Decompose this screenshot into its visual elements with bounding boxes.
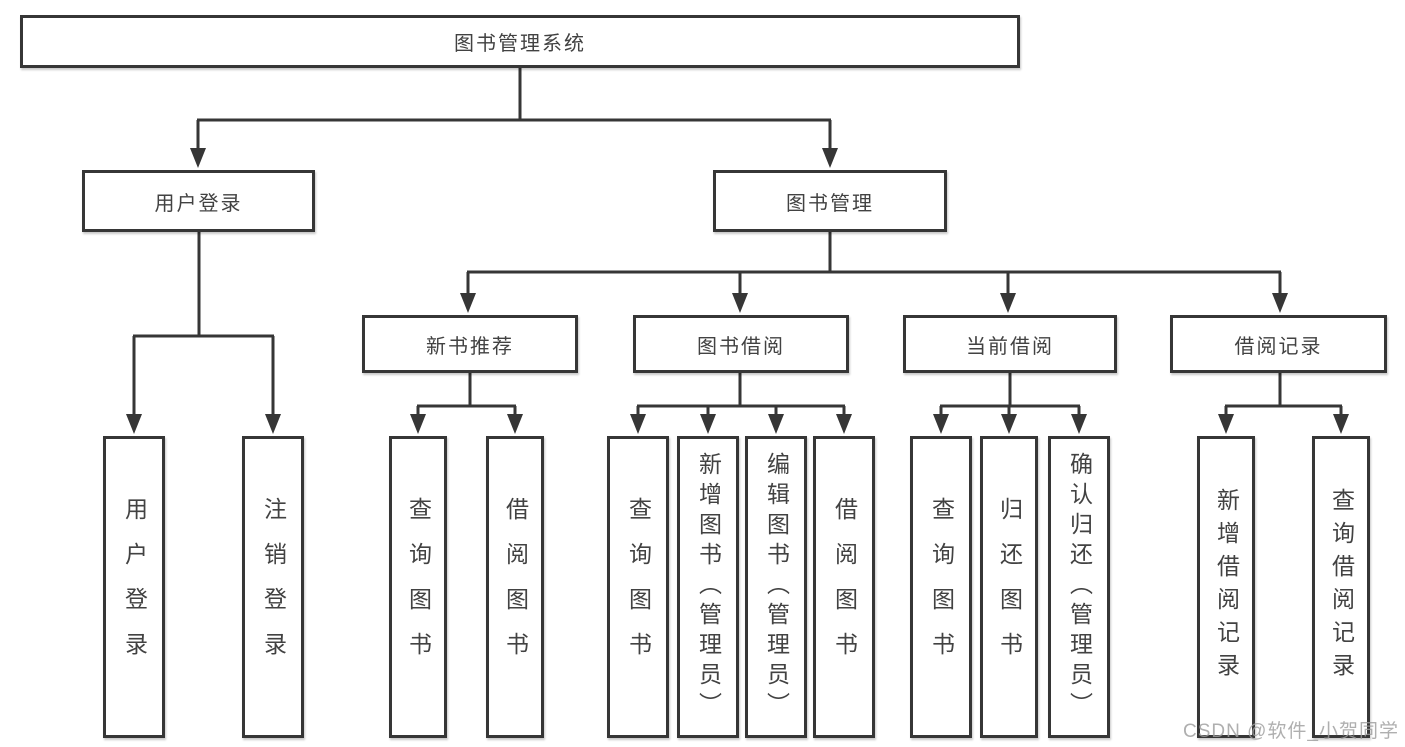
node-label: 用户登录 xyxy=(121,497,148,677)
node-label: 借阅图书 xyxy=(831,497,858,677)
leaf-borrow-books: 借阅图书 xyxy=(813,436,875,738)
node-borrow-records: 借阅记录 xyxy=(1170,315,1387,373)
node-label: 注销登录 xyxy=(260,497,287,677)
node-label: 借阅记录 xyxy=(1234,335,1323,358)
node-label: 查询图书 xyxy=(405,497,432,677)
node-current-borrow: 当前借阅 xyxy=(903,315,1117,373)
node-label: 归还图书 xyxy=(996,497,1023,677)
node-label: 图书借阅 xyxy=(697,335,785,358)
node-label: 编辑图书（管理员） xyxy=(763,452,790,722)
node-book-borrow: 图书借阅 xyxy=(633,315,849,373)
node-label: 查询图书 xyxy=(625,497,652,677)
node-label: 查询借阅记录 xyxy=(1328,488,1355,686)
leaf-query-books-recommend: 查询图书 xyxy=(389,436,447,738)
node-label: 新增图书（管理员） xyxy=(695,452,722,722)
node-new-book-recommend: 新书推荐 xyxy=(362,315,578,373)
node-label: 确认归还（管理员） xyxy=(1066,452,1093,722)
node-user-login: 用户登录 xyxy=(82,170,315,232)
node-label: 用户登录 xyxy=(154,192,243,215)
leaf-borrow-books-recommend: 借阅图书 xyxy=(486,436,544,738)
leaf-logout: 注销登录 xyxy=(242,436,304,738)
node-label: 新增借阅记录 xyxy=(1213,488,1240,686)
leaf-add-borrow-record: 新增借阅记录 xyxy=(1197,436,1255,738)
leaf-user-login: 用户登录 xyxy=(103,436,165,738)
leaf-add-book-admin: 新增图书（管理员） xyxy=(677,436,739,738)
node-book-management: 图书管理 xyxy=(713,170,947,232)
leaf-query-books-current: 查询图书 xyxy=(910,436,972,738)
leaf-return-books: 归还图书 xyxy=(980,436,1038,738)
node-label: 借阅图书 xyxy=(502,497,529,677)
leaf-query-borrow-record: 查询借阅记录 xyxy=(1312,436,1370,738)
leaf-confirm-return-admin: 确认归还（管理员） xyxy=(1048,436,1110,738)
arrowheads xyxy=(126,148,1349,434)
node-label: 图书管理系统 xyxy=(454,33,586,55)
node-label: 新书推荐 xyxy=(426,335,514,358)
node-label: 当前借阅 xyxy=(966,335,1054,358)
node-label: 图书管理 xyxy=(786,192,874,215)
leaf-edit-book-admin: 编辑图书（管理员） xyxy=(745,436,807,738)
watermark: CSDN @软件_小贺同学 xyxy=(1183,721,1399,742)
node-library-management-system: 图书管理系统 xyxy=(20,15,1020,68)
node-label: 查询图书 xyxy=(928,497,955,677)
leaf-query-books-borrow: 查询图书 xyxy=(607,436,669,738)
